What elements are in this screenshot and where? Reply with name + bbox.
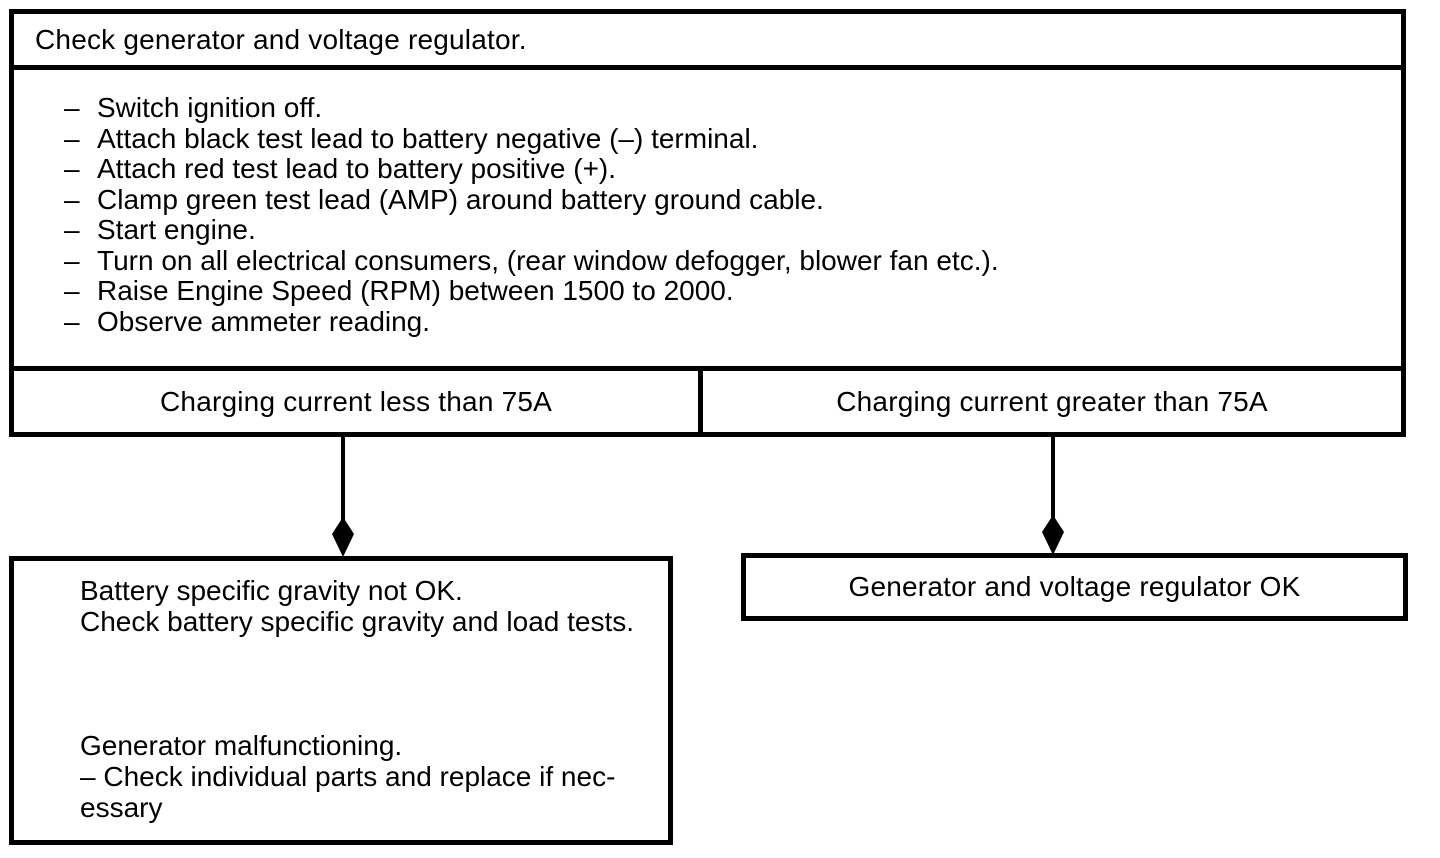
connector-arrow-left — [332, 437, 354, 557]
step-text: Attach black test lead to battery negati… — [97, 122, 759, 154]
step-dash: – — [64, 122, 80, 154]
step-text: Turn on all electrical consumers, (rear … — [97, 244, 999, 276]
procedure-step: – Switch ignition off. — [64, 92, 1391, 124]
generator-malfunction-paragraph: Generator malfunctioning. – Check indivi… — [80, 730, 668, 823]
step-dash: – — [64, 275, 80, 306]
branch-cell-less-than-75a: Charging current less than 75A — [14, 371, 703, 432]
result-line: Battery specific gravity not OK. — [80, 575, 463, 606]
step-dash: – — [64, 214, 80, 245]
step-dash: – — [64, 153, 80, 184]
battery-result-paragraph: Battery specific gravity not OK. Check b… — [80, 575, 668, 637]
decision-row: Charging current less than 75A Charging … — [14, 366, 1401, 432]
procedure-step: – Attach black test lead to battery nega… — [64, 122, 1391, 155]
branch-left-label: Charging current less than 75A — [160, 385, 552, 417]
step-text: Clamp green test lead (AMP) around batte… — [97, 183, 824, 215]
procedure-step: – Attach red test lead to battery positi… — [64, 153, 1391, 185]
arrow-down-icon — [1042, 515, 1064, 555]
result-line: – Check individual parts and replace if … — [80, 761, 616, 792]
step-dash: – — [64, 244, 80, 276]
procedure-step-list: – Switch ignition off. – Attach black te… — [14, 70, 1401, 366]
step-dash: – — [64, 183, 80, 215]
step-dash: – — [64, 305, 80, 337]
result-right-label: Generator and voltage regulator OK — [848, 571, 1301, 602]
step-text: Raise Engine Speed (RPM) between 1500 to… — [97, 275, 734, 306]
procedure-step: – Turn on all electrical consumers, (rea… — [64, 244, 1391, 277]
procedure-step: – Clamp green test lead (AMP) around bat… — [64, 183, 1391, 216]
step-text: Start engine. — [97, 214, 256, 245]
step-text: Switch ignition off. — [97, 92, 323, 123]
branch-right-label: Charging current greater than 75A — [836, 385, 1268, 417]
step-text: Attach red test lead to battery positive… — [97, 153, 617, 184]
result-box-generator-ok: Generator and voltage regulator OK — [741, 553, 1408, 621]
procedure-step: – Observe ammeter reading. — [64, 305, 1391, 338]
page-title: Check generator and voltage regulator. — [35, 23, 527, 55]
title-row: Check generator and voltage regulator. — [14, 14, 1401, 70]
branch-cell-greater-than-75a: Charging current greater than 75A — [703, 371, 1401, 432]
procedure-box: Check generator and voltage regulator. –… — [9, 9, 1406, 437]
result-line: essary — [80, 792, 163, 823]
result-box-battery-check: Battery specific gravity not OK. Check b… — [9, 556, 673, 845]
procedure-step: – Raise Engine Speed (RPM) between 1500 … — [64, 275, 1391, 307]
result-line: Check battery specific gravity and load … — [80, 606, 635, 637]
arrow-shaft — [1051, 437, 1055, 527]
procedure-step: – Start engine. — [64, 214, 1391, 246]
step-dash: – — [64, 92, 80, 123]
step-text: Observe ammeter reading. — [97, 305, 431, 337]
arrow-shaft — [341, 437, 345, 529]
arrow-down-icon — [332, 517, 354, 557]
connector-arrow-right — [1042, 437, 1064, 555]
result-line: Generator malfunctioning. — [80, 730, 403, 761]
